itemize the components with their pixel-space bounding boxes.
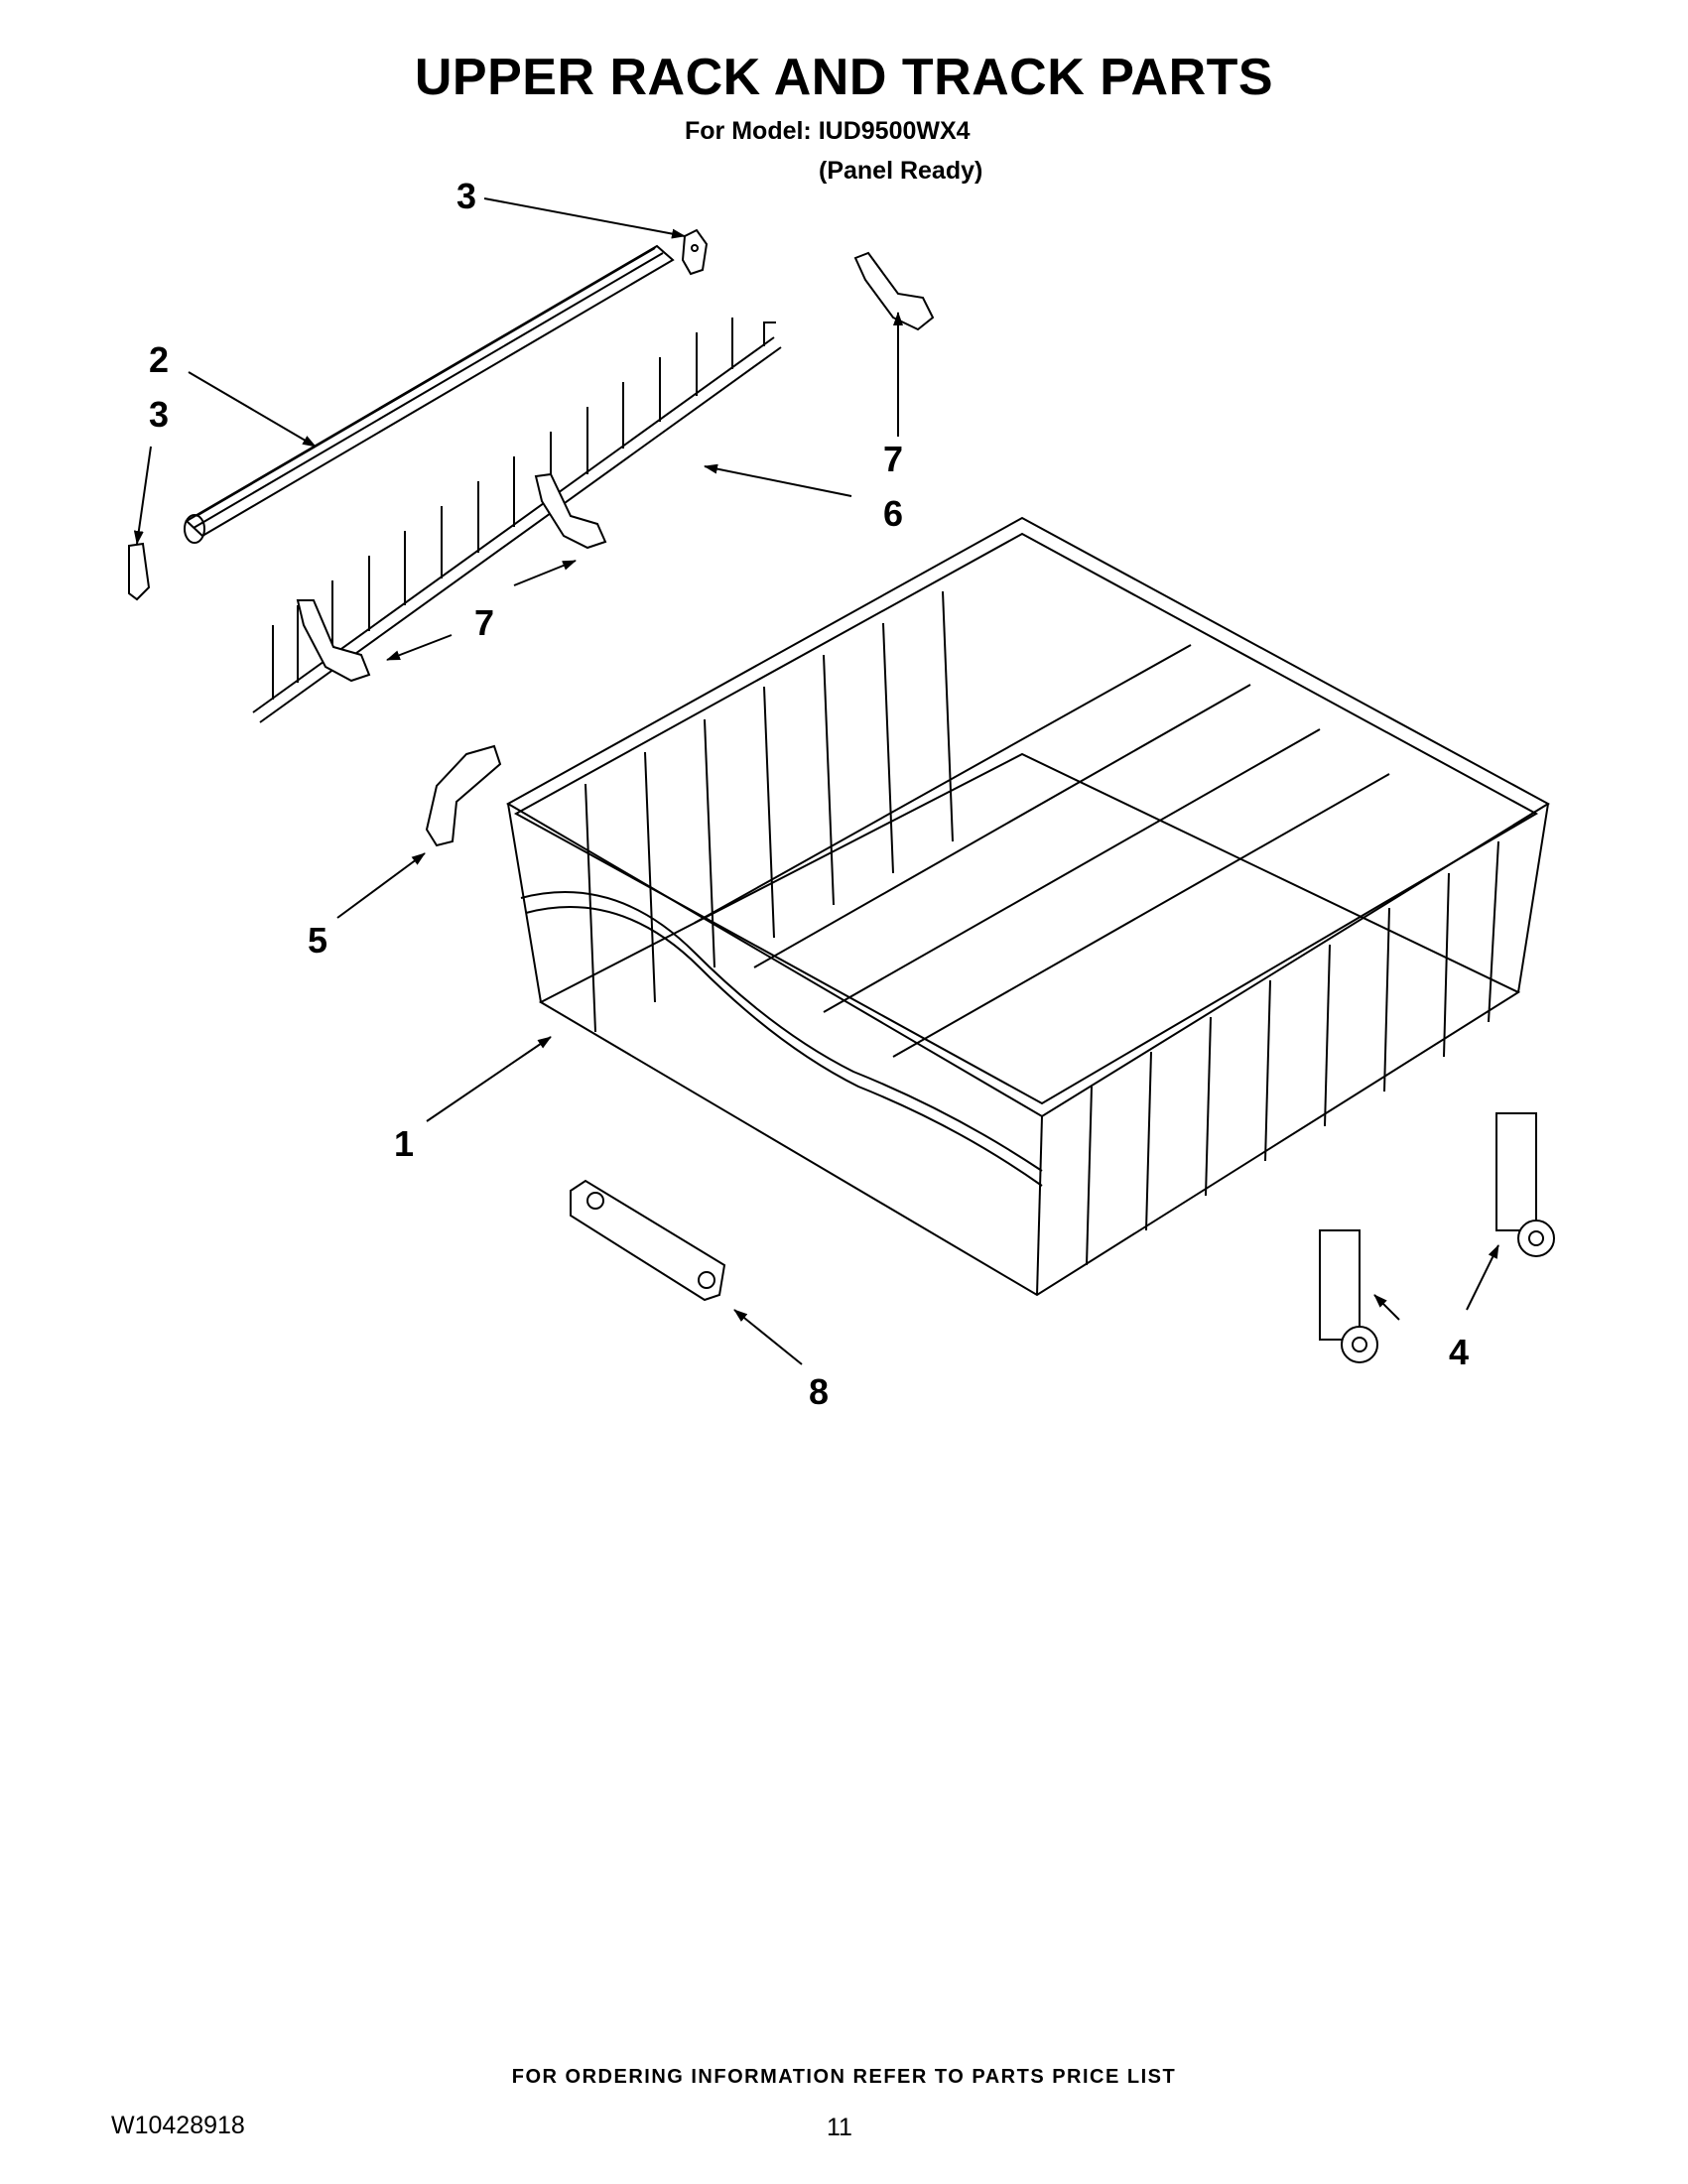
callout-7-top: 7 (883, 439, 903, 479)
callout-8: 8 (809, 1371, 829, 1412)
callout-2: 2 (149, 339, 169, 380)
callout-3-left: 3 (149, 394, 169, 435)
track-rail-part (184, 244, 675, 544)
callout-1: 1 (394, 1123, 414, 1164)
callout-4: 4 (1449, 1332, 1469, 1372)
wheel-assembly-right (1495, 1112, 1555, 1257)
document-number: W10428918 (111, 2112, 245, 2139)
tine-row-part (252, 318, 782, 723)
rail-end-cap-left (128, 542, 151, 601)
model-line: For Model: IUD9500WX4 (685, 117, 971, 145)
variant-line: (Panel Ready) (819, 157, 983, 185)
page-title: UPPER RACK AND TRACK PARTS (414, 49, 1274, 106)
upper-rack-basket (505, 516, 1550, 1297)
clip-part-lower (296, 599, 371, 683)
ordering-note: FOR ORDERING INFORMATION REFER TO PARTS … (511, 2066, 1177, 2088)
leader-arrows (133, 197, 1499, 1365)
bracket-part (425, 744, 502, 847)
callout-6: 6 (883, 493, 903, 534)
clip-part-top (853, 251, 935, 331)
page-number: 11 (827, 2114, 852, 2141)
callout-7-middle: 7 (474, 602, 494, 643)
callout-5: 5 (308, 920, 327, 961)
rail-end-cap-top (681, 228, 709, 276)
wheel-assembly-left (1319, 1229, 1378, 1363)
rack-stop-part (570, 1179, 726, 1302)
callout-3-top: 3 (456, 176, 476, 216)
clip-part-middle (534, 472, 607, 550)
